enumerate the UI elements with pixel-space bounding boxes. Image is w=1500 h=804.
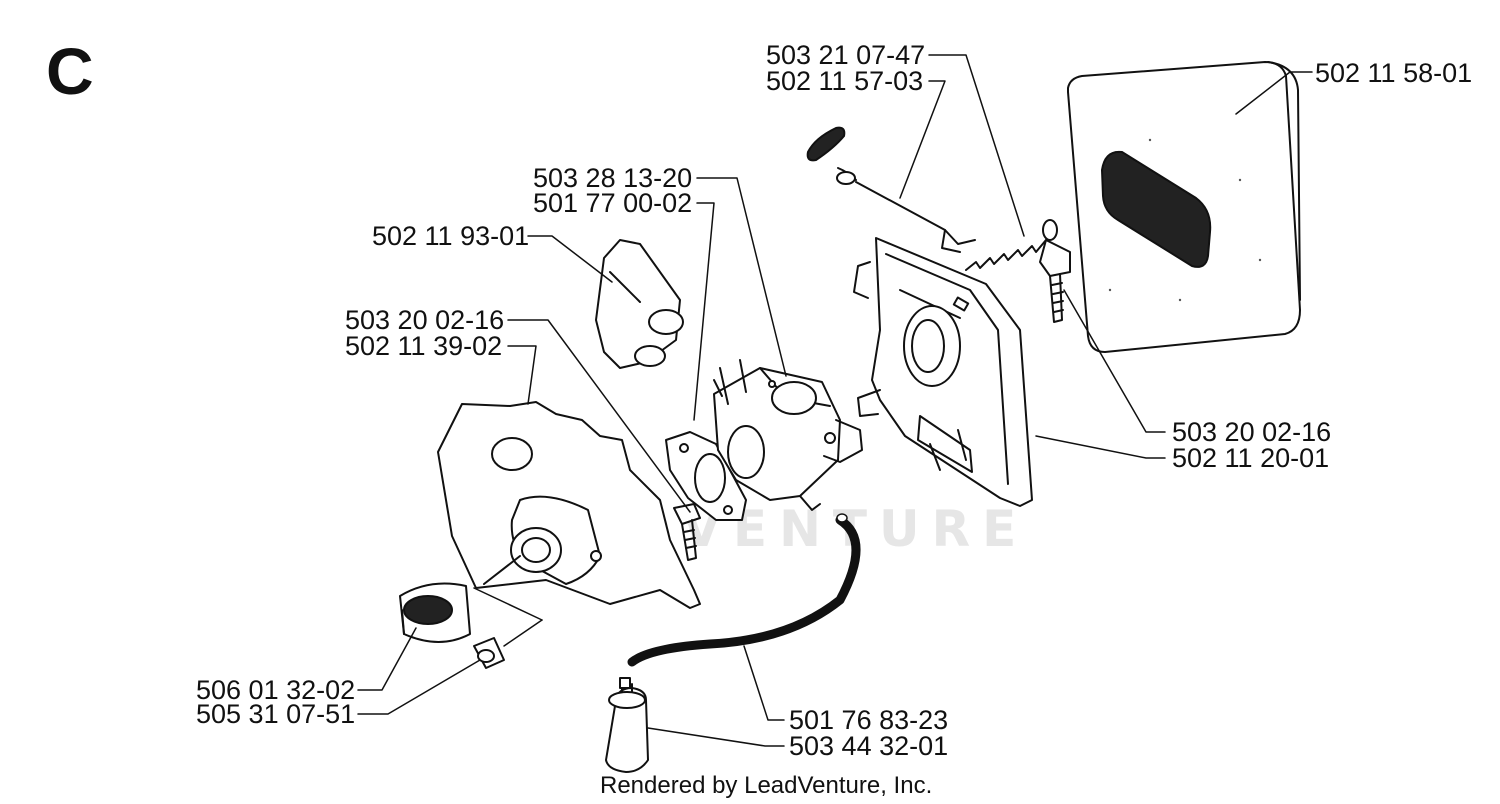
carb-bolt-part[interactable] [673,503,701,561]
housing-bolt-part[interactable] [1039,239,1071,323]
part-number-label[interactable]: 501 76 83-23 [789,705,949,735]
part-number-label[interactable]: 502 11 39-02 [345,331,503,361]
part-number-label[interactable]: 506 01 32-02 [196,675,356,705]
air-filter-part[interactable] [1067,61,1301,353]
part-number-label[interactable]: 503 20 02-16 [345,305,505,335]
carburetor-part[interactable] [713,359,863,511]
gasket-part[interactable] [665,431,747,521]
nipple-part[interactable] [473,637,505,669]
spring-part[interactable] [965,219,1058,271]
part-number-label[interactable]: 501 77 00-02 [533,188,693,218]
part-number-label[interactable]: 503 21 07-47 [766,40,926,70]
part-number-label[interactable]: 505 31 07-51 [196,699,356,729]
part-number-label[interactable]: 502 11 93-01 [372,221,530,251]
rubber-sleeve-part[interactable] [399,582,471,643]
intake-cover-part[interactable] [595,239,684,369]
footer-credit: Rendered by LeadVenture, Inc. [600,772,933,799]
leader-lines [357,54,1313,747]
intake-manifold-part[interactable] [437,401,701,609]
fuel-filter-part[interactable] [605,677,649,773]
fuel-hose-part[interactable] [627,513,861,667]
carb-housing-part[interactable] [853,237,1033,507]
part-number-label[interactable]: 503 44 32-01 [789,731,949,761]
section-letter: C [46,34,94,108]
part-number-label[interactable]: 503 20 02-16 [1172,417,1332,447]
part-number-label[interactable]: 502 11 58-01 [1315,58,1473,88]
part-number-label[interactable]: 502 11 57-03 [766,66,924,96]
choke-rod-part[interactable] [806,126,976,253]
part-number-label[interactable]: 502 11 20-01 [1172,443,1330,473]
part-number-label[interactable]: 503 28 13-20 [533,163,693,193]
